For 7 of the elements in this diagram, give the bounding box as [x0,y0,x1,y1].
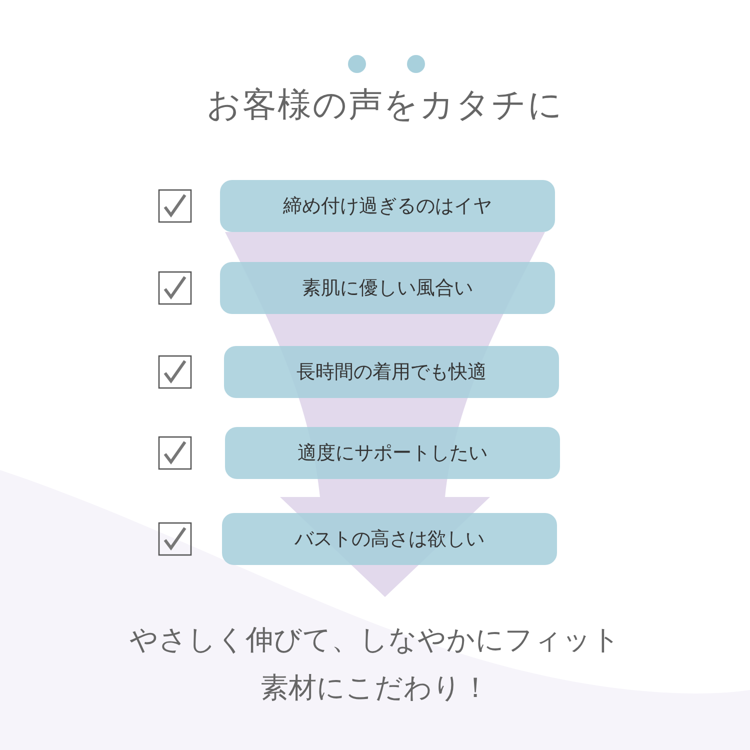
title: お客様の声をカタチに [206,84,564,127]
answer-box: バストの高さは欲しい [222,513,557,565]
answer-box: 長時間の着用でも快適 [224,346,559,398]
answer-box: 締め付け過ぎるのはイヤ [220,180,555,232]
answer-box: 適度にサポートしたい [225,427,560,479]
answer-box: 素肌に優しい風合い [220,262,555,314]
caption: やさしく伸びて、しなやかにフィット素材にこだわり！ [128,622,622,706]
